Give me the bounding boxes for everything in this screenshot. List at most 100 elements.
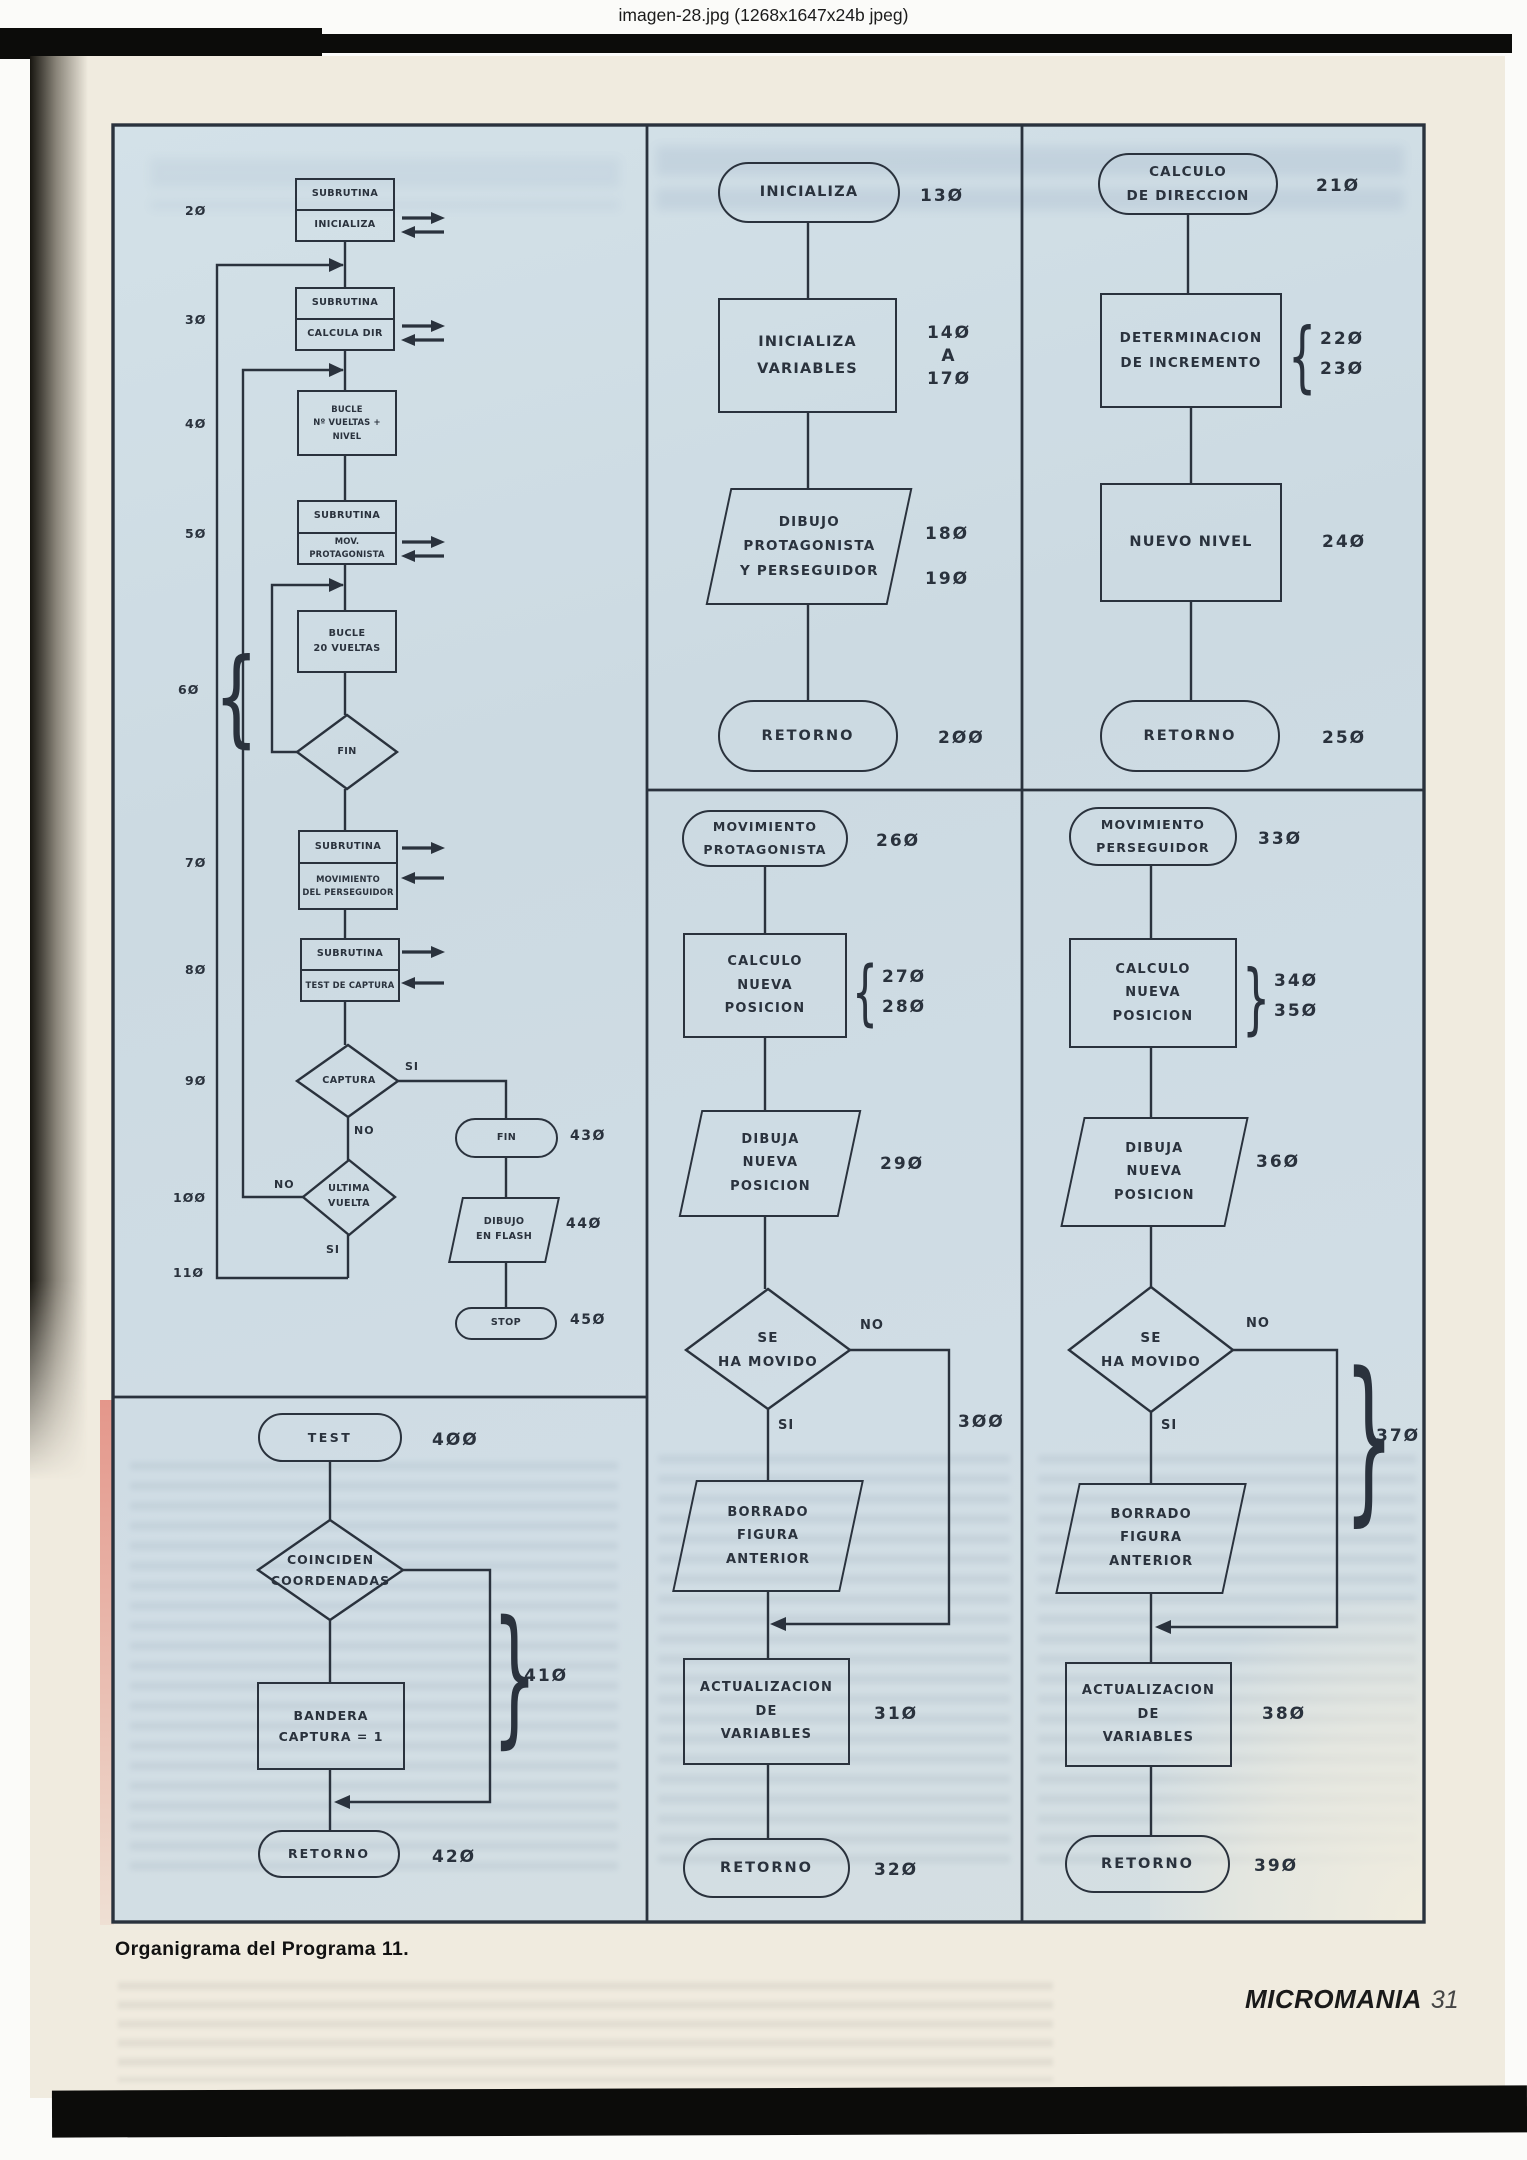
- branch-label-no: NO: [860, 1318, 884, 1333]
- line-number-320: 32Ø: [874, 1860, 919, 1880]
- line-number-110: 11Ø: [173, 1265, 205, 1280]
- terminator-fin: FIN: [455, 1118, 558, 1158]
- line-number-200: 2ØØ: [938, 728, 985, 748]
- line-number-20: 2Ø: [185, 203, 207, 218]
- page-number: 31: [1430, 1986, 1459, 2014]
- line-number-360: 36Ø: [1256, 1152, 1301, 1172]
- line-number-70: 7Ø: [185, 855, 207, 870]
- line-range-140-170: 14Ø A 17Ø: [926, 323, 972, 389]
- magazine-footer: MICROMANIA 31: [1245, 1984, 1459, 2015]
- line-number-330: 33Ø: [1258, 829, 1303, 849]
- process-actualizacion-variables-prota: ACTUALIZACION DE VARIABLES: [683, 1658, 850, 1765]
- line-number-90: 9Ø: [185, 1073, 207, 1088]
- io-borrado-figura-anterior-prota: BORRADO FIGURA ANTERIOR: [672, 1480, 864, 1592]
- line-range-220-230: 22Ø 23Ø: [1320, 329, 1365, 379]
- terminator-stop: STOP: [455, 1307, 557, 1340]
- branch-label-no: NO: [274, 1178, 295, 1191]
- branch-label-si: SI: [778, 1418, 795, 1433]
- arrowhead-icon: [329, 258, 344, 272]
- line-number-130: 13Ø: [920, 186, 965, 206]
- line-number-240: 24Ø: [1322, 532, 1367, 552]
- captura-si-branch: [398, 1079, 508, 1118]
- scan-top-bar-left: [0, 28, 322, 59]
- line-number-250: 25Ø: [1322, 728, 1367, 748]
- arrowhead-icon: [334, 1795, 350, 1809]
- terminator-retorno-init: RETORNO: [718, 700, 898, 772]
- flow-node-subrutina-mov-perseguidor: SUBRUTINA MOVIMIENTO DEL PERSEGUIDOR: [298, 830, 398, 910]
- line-number-190: 19Ø: [925, 569, 970, 589]
- curly-brace: {: [852, 951, 878, 1035]
- line-number-310: 31Ø: [874, 1704, 919, 1724]
- process-inicializa-variables: INICIALIZA VARIABLES: [718, 298, 897, 413]
- curly-brace: {: [1288, 311, 1317, 402]
- terminator-calculo-direccion: CALCULO DE DIRECCION: [1098, 153, 1278, 215]
- line-number-50: 5Ø: [185, 526, 207, 541]
- branch-label-no: NO: [354, 1124, 375, 1137]
- flow-node-subrutina-test-captura: SUBRUTINA TEST DE CAPTURA: [300, 938, 400, 1002]
- io-dibujo-en-flash: DIBUJO EN FLASH: [447, 1197, 561, 1263]
- terminator-retorno-prota: RETORNO: [683, 1838, 850, 1898]
- loop-ultima-no: [241, 368, 343, 1199]
- movido-no-branch-perseg: [1171, 1348, 1339, 1629]
- call-arrow-icon: [431, 946, 445, 958]
- decision-coinciden-label: COINCIDEN COORDENADAS: [270, 1551, 391, 1588]
- process-actualizacion-variables-perseg: ACTUALIZACION DE VARIABLES: [1065, 1662, 1232, 1767]
- terminator-retorno-perseg: RETORNO: [1065, 1835, 1230, 1893]
- arrowhead-icon: [770, 1617, 786, 1631]
- process-bandera-captura: BANDERA CAPTURA = 1: [257, 1682, 405, 1770]
- process-nuevo-nivel: NUEVO NIVEL: [1100, 483, 1282, 602]
- call-arrow-icon: [431, 536, 445, 548]
- image-viewer-caption: imagen-28.jpg (1268x1647x24b jpeg): [618, 5, 909, 25]
- line-number-290: 29Ø: [880, 1154, 925, 1174]
- branch-label-si: SI: [405, 1060, 420, 1073]
- line-number-390: 39Ø: [1254, 1856, 1299, 1876]
- line-number-410: 41Ø: [524, 1666, 569, 1686]
- loop-110: [215, 263, 348, 1280]
- process-calculo-nueva-posicion-prota: CALCULO NUEVA POSICION: [683, 933, 847, 1038]
- flow-node-subrutina-mov-protagonista: SUBRUTINA MOV. PROTAGONISTA: [297, 500, 397, 565]
- curly-brace: }: [1344, 1335, 1395, 1543]
- line-range-340-350: 34Ø 35Ø: [1274, 971, 1319, 1021]
- curly-brace: }: [492, 1589, 538, 1763]
- return-arrow-icon: [401, 550, 415, 562]
- decision-captura-label: CAPTURA: [322, 1074, 376, 1086]
- line-number-400: 4ØØ: [432, 1430, 479, 1450]
- flow-node-subrutina-calcula-dir: SUBRUTINA CALCULA DIR: [295, 287, 395, 351]
- line-number-300: 3ØØ: [958, 1412, 1005, 1432]
- arrowhead-icon: [329, 578, 344, 592]
- terminator-inicializa: INICIALIZA: [718, 162, 900, 223]
- flow-node-bucle-nivel: BUCLE Nº VUELTAS + NIVEL: [297, 390, 397, 456]
- curly-brace: }: [1242, 953, 1271, 1044]
- loop-fin-20-vueltas: [270, 583, 343, 754]
- io-borrado-figura-anterior-perseg: BORRADO FIGURA ANTERIOR: [1055, 1483, 1247, 1594]
- magazine-name: MICROMANIA: [1245, 1984, 1422, 2014]
- line-number-450: 45Ø: [570, 1312, 606, 1328]
- branch-label-no: NO: [1246, 1316, 1270, 1331]
- decision-ultima-vuelta-label: ULTIMA VUELTA: [328, 1183, 370, 1209]
- scan-bottom-bar: [51, 2085, 1527, 2138]
- line-number-210: 21Ø: [1316, 176, 1361, 196]
- line-number-60: 6Ø: [178, 682, 200, 697]
- line-number-440: 44Ø: [566, 1216, 602, 1232]
- coinciden-no-branch: [350, 1568, 492, 1804]
- call-arrow-icon: [431, 320, 445, 332]
- return-arrow-icon: [401, 872, 415, 884]
- branch-label-si: SI: [1161, 1418, 1178, 1433]
- decision-se-ha-movido-perseg-label: SE HA MOVIDO: [1101, 1329, 1201, 1370]
- terminator-retorno-test: RETORNO: [258, 1830, 400, 1878]
- print-misregistration-strip: [100, 1400, 114, 1925]
- flow-node-subrutina-inicializa: SUBRUTINA INICIALIZA: [295, 178, 395, 242]
- terminator-mov-protagonista: MOVIMIENTO PROTAGONISTA: [682, 810, 848, 867]
- movido-no-branch-prota: [786, 1348, 951, 1626]
- flow-node-bucle-20-vueltas: BUCLE 20 VUELTAS: [297, 610, 397, 673]
- process-calculo-nueva-posicion-perseg: CALCULO NUEVA POSICION: [1069, 938, 1237, 1048]
- return-arrow-icon: [401, 977, 415, 989]
- return-arrow-icon: [401, 226, 415, 238]
- arrowhead-icon: [1155, 1620, 1171, 1634]
- terminator-retorno-calc-dir: RETORNO: [1100, 700, 1280, 772]
- scan-top-bar-right: [318, 34, 1512, 53]
- line-number-100: 1ØØ: [173, 1190, 206, 1205]
- decision-captura: [294, 1043, 401, 1119]
